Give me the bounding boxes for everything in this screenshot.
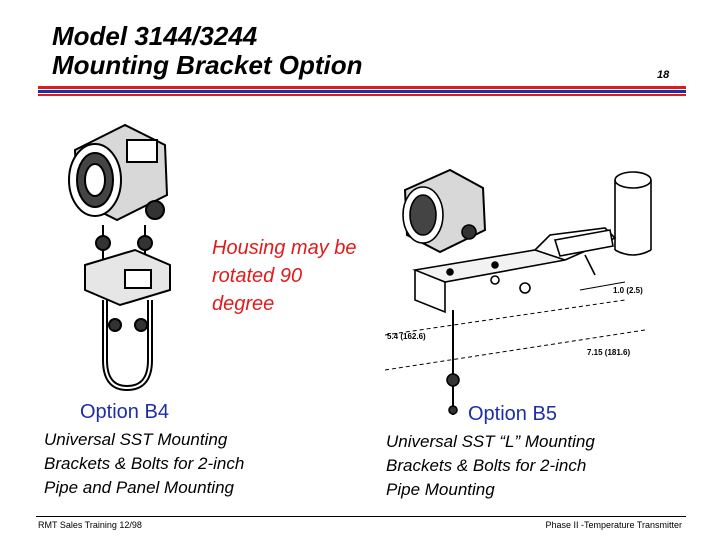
callout-line-2: rotated 90 bbox=[212, 265, 303, 287]
dimension-label-2: 5.4 (162.6) bbox=[387, 332, 426, 341]
slide-title: Model 3144/3244 Mounting Bracket Option bbox=[52, 22, 363, 80]
header-rule-blue bbox=[38, 90, 686, 93]
callout-line-1: Housing may be bbox=[212, 237, 357, 259]
option-b4-desc-line-3: Pipe and Panel Mounting bbox=[44, 478, 234, 497]
b4-bracket-drawing bbox=[55, 110, 185, 400]
header-rule-red-top bbox=[38, 86, 686, 89]
dimension-label-1: 1.0 (2.5) bbox=[613, 286, 643, 295]
b5-bracket-drawing: 1.0 (2.5) 5.4 (162.6) 7.15 (181.6) bbox=[385, 160, 665, 420]
option-b4-desc-line-2: Brackets & Bolts for 2-inch bbox=[44, 454, 245, 473]
option-b5-desc-line-1: Universal SST “L” Mounting bbox=[386, 432, 595, 451]
footer-rule bbox=[36, 516, 686, 517]
option-b5-description: Universal SST “L” Mounting Brackets & Bo… bbox=[386, 430, 595, 502]
title-line-1: Model 3144/3244 bbox=[52, 21, 258, 51]
option-b5-desc-line-2: Brackets & Bolts for 2-inch bbox=[386, 456, 587, 475]
option-b5-label: Option B5 bbox=[468, 403, 557, 425]
option-b4-desc-line-1: Universal SST Mounting bbox=[44, 430, 228, 449]
footer-left: RMT Sales Training 12/98 bbox=[38, 520, 142, 530]
rotation-callout: Housing may be rotated 90 degree bbox=[212, 234, 357, 318]
option-b4-description: Universal SST Mounting Brackets & Bolts … bbox=[44, 428, 244, 500]
title-line-2: Mounting Bracket Option bbox=[52, 50, 363, 80]
page-number: 18 bbox=[657, 69, 670, 81]
header-rule-red-bottom bbox=[38, 94, 686, 96]
callout-line-3: degree bbox=[212, 293, 275, 315]
option-b5-desc-line-3: Pipe Mounting bbox=[386, 480, 495, 499]
option-b4-label: Option B4 bbox=[80, 401, 169, 423]
dimension-label-3: 7.15 (181.6) bbox=[587, 348, 631, 357]
footer-right: Phase II -Temperature Transmitter bbox=[545, 520, 682, 530]
